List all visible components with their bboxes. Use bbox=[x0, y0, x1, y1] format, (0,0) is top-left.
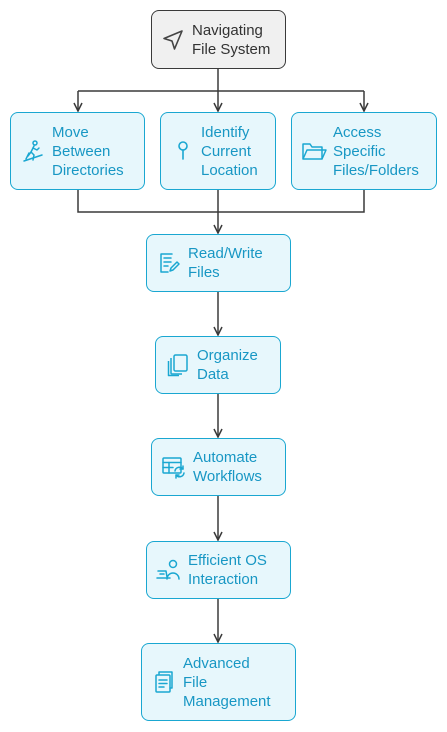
node-label: Efficient OS Interaction bbox=[188, 551, 267, 589]
label-line: Workflows bbox=[193, 468, 262, 485]
label-line: Advanced bbox=[183, 654, 250, 672]
node-identify-current-location[interactable]: Identify Current Location bbox=[160, 112, 276, 190]
label-line: Between bbox=[52, 142, 111, 160]
node-read-write-files[interactable]: Read/Write Files bbox=[146, 234, 291, 292]
stacked-documents-icon bbox=[166, 353, 190, 377]
node-label: Navigating File System bbox=[192, 21, 270, 59]
label-line: Automate bbox=[193, 449, 258, 466]
label-line: Identify bbox=[201, 123, 250, 141]
node-access-specific-files-folders[interactable]: Access Specific Files/Folders bbox=[291, 112, 437, 190]
label-line: Efficient OS bbox=[188, 552, 267, 569]
location-pin-icon bbox=[173, 140, 193, 162]
node-navigating-file-system[interactable]: Navigating File System bbox=[151, 10, 286, 69]
node-automate-workflows[interactable]: Automate Workflows bbox=[151, 438, 286, 496]
node-organize-data[interactable]: Organize Data bbox=[155, 336, 281, 394]
label-line: File bbox=[183, 673, 208, 691]
node-move-between-directories[interactable]: Move Between Directories bbox=[10, 112, 145, 190]
node-label: Move Between Directories bbox=[52, 123, 124, 180]
label-line: Specific bbox=[333, 142, 386, 160]
label-line: Files/Folders bbox=[333, 161, 419, 179]
node-label: Automate Workflows bbox=[193, 448, 262, 486]
label-line: Directories bbox=[52, 161, 124, 179]
label-line: Navigating bbox=[192, 21, 263, 39]
node-label: Identify Current Location bbox=[201, 123, 258, 180]
label-line: Data bbox=[197, 366, 229, 383]
label-line: Current bbox=[201, 142, 252, 160]
label-line: Move bbox=[52, 123, 89, 141]
connector-from-access bbox=[218, 190, 365, 213]
node-efficient-os-interaction[interactable]: Efficient OS Interaction bbox=[146, 541, 291, 599]
label-line: Organize bbox=[197, 347, 258, 364]
table-sync-icon bbox=[160, 455, 188, 479]
node-label: Advanced File Management bbox=[183, 654, 271, 711]
node-label: Organize Data bbox=[197, 346, 258, 384]
label-line: File System bbox=[192, 40, 271, 58]
document-stack-icon bbox=[152, 670, 176, 694]
node-label: Read/Write Files bbox=[188, 244, 263, 282]
person-hiking-icon bbox=[20, 139, 46, 163]
label-line: Interaction bbox=[188, 571, 259, 588]
document-edit-icon bbox=[156, 251, 182, 275]
navigation-arrow-icon bbox=[160, 28, 186, 52]
connector-from-move bbox=[77, 190, 218, 213]
label-line: Files bbox=[188, 264, 220, 281]
open-folder-icon bbox=[301, 140, 327, 162]
label-line: Read/Write bbox=[188, 245, 263, 262]
node-label: Access Specific Files/Folders bbox=[333, 123, 419, 180]
user-laptop-icon bbox=[155, 558, 182, 582]
label-line: Management bbox=[183, 692, 271, 710]
label-line: Location bbox=[201, 161, 258, 179]
label-line: Access bbox=[333, 123, 382, 141]
node-advanced-file-management[interactable]: Advanced File Management bbox=[141, 643, 296, 721]
